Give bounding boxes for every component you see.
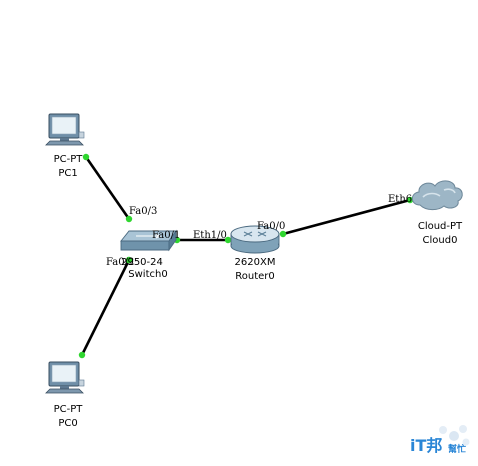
port-label-router-eth10: Eth1/0 [193, 230, 227, 241]
pc0-model-label: PC-PT [54, 404, 84, 415]
pc0-name-label: PC0 [58, 418, 77, 429]
router0-model-label: 2620XM [235, 257, 276, 268]
link-light-router-eth10 [224, 236, 232, 244]
port-label-switch-fa03: Fa0/3 [129, 206, 157, 217]
port-label-switch-fa02: Fa0/2 [106, 257, 134, 268]
device-cloud0[interactable]: Cloud-PT Cloud0 [411, 180, 463, 246]
device-pc0[interactable]: PC-PT PC0 [45, 361, 85, 429]
cloud0-name-label: Cloud0 [423, 235, 458, 246]
switch-icon [120, 229, 177, 252]
link-router0-cloud0[interactable] [282, 198, 411, 236]
link-pc0-switch0[interactable] [80, 257, 132, 356]
switch0-name-label: Switch0 [128, 269, 167, 280]
ithelp-watermark-logo: iT邦 幫忙 [410, 425, 470, 455]
watermark-logo-text: iT邦 [410, 436, 442, 455]
pc1-name-label: PC1 [58, 168, 77, 179]
device-router0[interactable]: 2620XM Router0 [230, 225, 280, 282]
link-light-pc0 [78, 351, 86, 359]
link-light-switch-fa03 [125, 215, 133, 223]
device-pc1[interactable]: PC-PT PC1 [45, 113, 85, 179]
switch0-model-label: 2950-24 [121, 257, 163, 268]
link-light-pc1 [82, 153, 90, 161]
cloud0-model-label: Cloud-PT [418, 221, 463, 232]
router0-name-label: Router0 [235, 271, 275, 282]
link-light-cloud-eth6 [406, 196, 414, 204]
link-pc1-switch0[interactable] [84, 156, 131, 220]
desktop-pc-icon [45, 361, 85, 394]
pc1-model-label: PC-PT [54, 154, 84, 165]
link-light-switch-fa02 [125, 256, 133, 264]
desktop-pc-icon [45, 113, 85, 146]
cloud-icon [411, 180, 463, 211]
link-light-router-fa00 [279, 230, 287, 238]
port-label-cloud-eth6: Eth6 [388, 194, 412, 205]
port-label-switch-fa01: Fa0/1 [152, 230, 180, 241]
port-label-router-fa00: Fa0/0 [257, 221, 285, 232]
router-icon [230, 225, 280, 254]
watermark-tag-text: 幫忙 [448, 443, 466, 455]
device-switch0[interactable]: 2950-24 Switch0 [120, 229, 177, 280]
